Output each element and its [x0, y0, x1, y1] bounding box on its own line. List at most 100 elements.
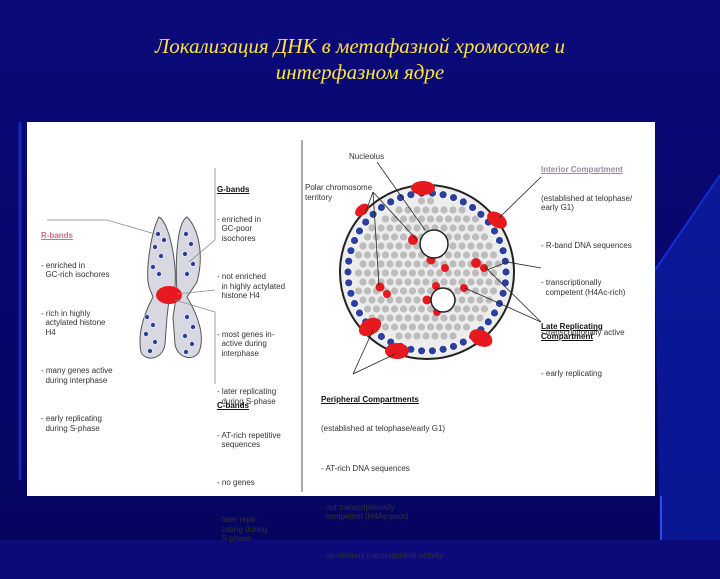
gray-domain [409, 269, 416, 276]
gray-domain [377, 242, 384, 249]
gray-domain [391, 251, 398, 258]
blue-domain [477, 210, 485, 218]
gray-domain [476, 314, 483, 321]
peripheral-title: Peripheral Compartments [321, 395, 445, 405]
c-bands-item: - AT-rich repetitive sequences [217, 431, 281, 450]
interior-item: - early replicating [541, 369, 632, 379]
gray-domain [458, 206, 465, 213]
gray-domain [467, 242, 474, 249]
gray-domain [454, 323, 461, 330]
gray-domain [404, 260, 411, 267]
gray-domain [467, 224, 474, 231]
gray-domain [400, 269, 407, 276]
gray-domain [355, 287, 362, 294]
gray-domain [472, 251, 479, 258]
gray-domain [458, 224, 465, 231]
gray-domain [440, 206, 447, 213]
blue-domain [501, 279, 509, 287]
gray-domain [440, 278, 447, 285]
r-bands-block: R-bands - enriched in GC-rich isochores … [41, 212, 113, 452]
gray-domain [368, 278, 375, 285]
interior-title: Interior Compartment [541, 165, 632, 175]
gray-domain [463, 251, 470, 258]
gray-domain [382, 305, 389, 312]
gray-domain [427, 215, 434, 222]
g-bands-title: G-bands [217, 185, 285, 195]
gray-domain [395, 206, 402, 213]
gray-domain [368, 224, 375, 231]
gray-domain [386, 242, 393, 249]
r-bands-item: - many genes active during interphase [41, 366, 113, 385]
gray-domain [490, 287, 497, 294]
gray-domain [395, 260, 402, 267]
gray-domain [359, 296, 366, 303]
gray-domain [463, 269, 470, 276]
blue-domain [502, 268, 510, 276]
blue-domain [344, 268, 352, 276]
gray-domain [431, 206, 438, 213]
gray-domain [373, 233, 380, 240]
r-bands-item: - early replicating during S-phase [41, 414, 113, 433]
gray-domain [463, 215, 470, 222]
gray-domain [395, 332, 402, 339]
gray-domain [413, 278, 420, 285]
blue-domain [450, 342, 458, 350]
r-bands-title: R-bands [41, 231, 113, 241]
gray-domain [409, 323, 416, 330]
gray-domain [431, 332, 438, 339]
c-bands-item: - no genes [217, 478, 281, 488]
gray-domain [413, 314, 420, 321]
gray-domain [409, 287, 416, 294]
gray-domain [427, 269, 434, 276]
gray-domain [436, 215, 443, 222]
gray-domain [418, 323, 425, 330]
blue-domain [351, 300, 359, 308]
gray-domain [395, 224, 402, 231]
gray-domain [445, 323, 452, 330]
peripheral-item: - no obvious transcriptional activity [321, 551, 445, 561]
gray-domain [454, 287, 461, 294]
g-bands-item: - enriched in GC-poor isochores [217, 215, 285, 244]
blue-domain [450, 194, 458, 202]
gray-domain [463, 233, 470, 240]
gray-domain [418, 305, 425, 312]
gray-domain [395, 278, 402, 285]
gray-domain [449, 242, 456, 249]
blue-domain [418, 347, 426, 355]
gray-domain [449, 224, 456, 231]
peripheral-item: - not transcriptionally competent (H4Ac-… [321, 503, 445, 522]
gray-domain [382, 269, 389, 276]
gray-domain [400, 215, 407, 222]
blue-domain [499, 247, 507, 255]
gray-domain [463, 305, 470, 312]
gray-domain [400, 323, 407, 330]
peripheral-compartments-block: Peripheral Compartments (established at … [321, 376, 445, 579]
gray-domain [440, 314, 447, 321]
gray-domain [440, 332, 447, 339]
blue-domain [356, 309, 364, 317]
peripheral-item: - AT-rich DNA sequences [321, 464, 445, 474]
diagram-panel: R-bands - enriched in GC-rich isochores … [27, 122, 655, 496]
blue-domain [484, 318, 492, 326]
blue-domain [345, 257, 353, 265]
interior-subtitle: (established at telophase/ early G1) [541, 194, 632, 213]
gray-domain [472, 233, 479, 240]
blue-domain [369, 210, 377, 218]
gray-domain [400, 305, 407, 312]
gray-domain [481, 287, 488, 294]
blue-domain [469, 204, 477, 212]
gray-domain [386, 278, 393, 285]
interior-item: - transcriptionally competent (H4Ac-rich… [541, 278, 632, 297]
gray-domain [377, 260, 384, 267]
gray-domain [391, 305, 398, 312]
gray-domain [391, 287, 398, 294]
gray-domain [449, 206, 456, 213]
gray-domain [359, 260, 366, 267]
gray-domain [359, 278, 366, 285]
gray-domain [386, 260, 393, 267]
gray-domain [395, 314, 402, 321]
gray-domain [454, 269, 461, 276]
blue-domain [356, 227, 364, 235]
blue-domain [347, 247, 355, 255]
gray-domain [413, 296, 420, 303]
